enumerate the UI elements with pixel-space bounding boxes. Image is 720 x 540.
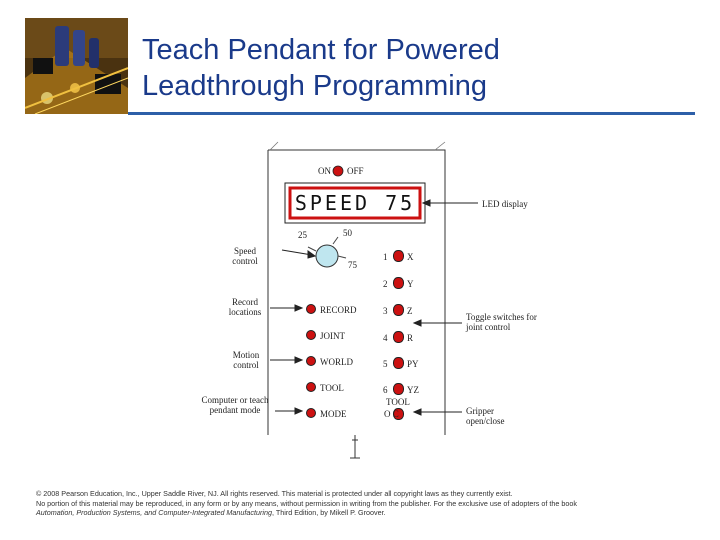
axis-label-z: Z	[407, 306, 413, 316]
axis-label-py: PY	[407, 359, 419, 369]
dial-tick-25: 25	[298, 230, 307, 240]
axis-label-y: Y	[407, 279, 414, 289]
callout-motion-control: Motion control	[232, 350, 260, 370]
callout-record-locations: Record locations	[228, 297, 262, 317]
axis-number-5: 5	[383, 359, 388, 369]
axis-toggle-1[interactable]	[393, 250, 404, 262]
axis-label-r: R	[407, 333, 414, 343]
mode-label-mode: MODE	[320, 409, 347, 419]
mode-label-joint: JOINT	[320, 331, 345, 341]
axis-label-yz: YZ	[407, 385, 419, 395]
footer-line-3-rest: , Third Edition, by Mikell P. Groover.	[271, 508, 386, 518]
footer-line-2: No portion of this material may be repro…	[36, 498, 577, 508]
copyright-footer: © 2008 Pearson Education, Inc., Upper Sa…	[36, 489, 696, 518]
callout-led-display: LED display	[482, 199, 528, 209]
title-line-2: Leadthrough Programming	[142, 70, 487, 102]
teach-pendant-diagram: ON OFF SPEED 75 25 50 75 RECORD JOINT WO…	[202, 140, 540, 470]
book-title: Automation, Production Systems, and Comp…	[36, 508, 272, 518]
gripper-marks: O C	[384, 409, 399, 419]
axis-label-x: X	[407, 252, 414, 262]
axis-toggle-2[interactable]	[393, 277, 404, 289]
title-rule	[128, 112, 695, 115]
slide-title: Teach Pendant for Powered Leadthrough Pr…	[142, 32, 702, 104]
circuit-board-photo	[25, 18, 128, 114]
dial-tick-75: 75	[348, 260, 357, 270]
axis-toggle-6[interactable]	[393, 383, 404, 395]
mode-button-tool[interactable]	[306, 382, 316, 392]
callout-teach-mode: Computer or teach pendant mode	[201, 395, 269, 415]
callout-speed-control: Speed control	[232, 246, 258, 266]
mode-button-joint[interactable]	[306, 330, 316, 340]
title-line-1: Teach Pendant for Powered	[142, 34, 500, 66]
led-display: SPEED 75	[294, 191, 416, 215]
mode-button-world[interactable]	[306, 356, 316, 366]
axis-number-4: 4	[383, 333, 388, 343]
callout-gripper: Gripper open/close	[466, 406, 505, 426]
mode-label-tool: TOOL	[320, 383, 344, 393]
axis-number-6: 6	[383, 385, 388, 395]
mode-label-record: RECORD	[320, 305, 357, 315]
mode-button-mode[interactable]	[306, 408, 316, 418]
axis-toggle-4[interactable]	[393, 331, 404, 343]
gripper-toggle[interactable]	[393, 408, 404, 420]
axis-toggle-5[interactable]	[393, 357, 404, 369]
mode-label-world: WORLD	[320, 357, 353, 367]
mode-button-record[interactable]	[306, 304, 316, 314]
callout-toggle-switches: Toggle switches for joint control	[466, 312, 537, 332]
off-label: OFF	[347, 166, 364, 176]
tool-label: TOOL	[386, 397, 410, 407]
dial-tick-50: 50	[343, 228, 352, 238]
axis-number-3: 3	[383, 306, 388, 316]
axis-number-1: 1	[383, 252, 388, 262]
axis-toggle-3[interactable]	[393, 304, 404, 316]
footer-line-3: Automation, Production Systems, and Comp…	[36, 508, 696, 518]
footer-line-1: © 2008 Pearson Education, Inc., Upper Sa…	[36, 489, 513, 498]
axis-number-2: 2	[383, 279, 388, 289]
on-label: ON	[318, 166, 331, 176]
